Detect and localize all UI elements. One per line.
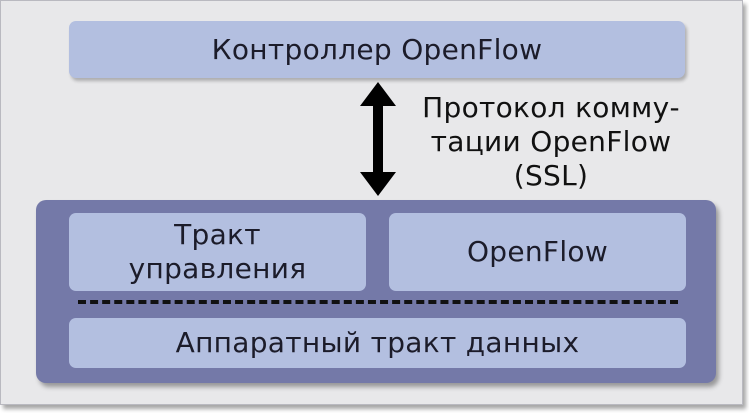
secure-channel-box: Тракт управления [69, 213, 366, 291]
plane-separator [78, 300, 678, 304]
protocol-caption-line-2: тации OpenFlow [430, 125, 672, 158]
secure-channel-line-2: управления [128, 252, 307, 285]
openflow-switch: Тракт управления OpenFlow Аппаратный тра… [36, 200, 716, 383]
controller-label: Контроллер OpenFlow [211, 32, 543, 66]
datapath-label: Аппаратный тракт данных [175, 326, 580, 359]
datapath-box: Аппаратный тракт данных [69, 318, 686, 368]
protocol-caption: Протокол комму- тации OpenFlow (SSL) [406, 91, 696, 193]
bidirectional-arrow [360, 82, 396, 196]
secure-channel-line-1: Тракт [174, 218, 261, 251]
diagram-frame: Контроллер OpenFlow Протокол комму- таци… [0, 0, 743, 405]
flow-table-box: OpenFlow [389, 213, 686, 291]
protocol-caption-line-1: Протокол комму- [422, 91, 680, 124]
flow-table-label: OpenFlow [466, 235, 609, 268]
protocol-caption-line-3: (SSL) [513, 159, 589, 192]
controller-box: Контроллер OpenFlow [69, 21, 685, 78]
